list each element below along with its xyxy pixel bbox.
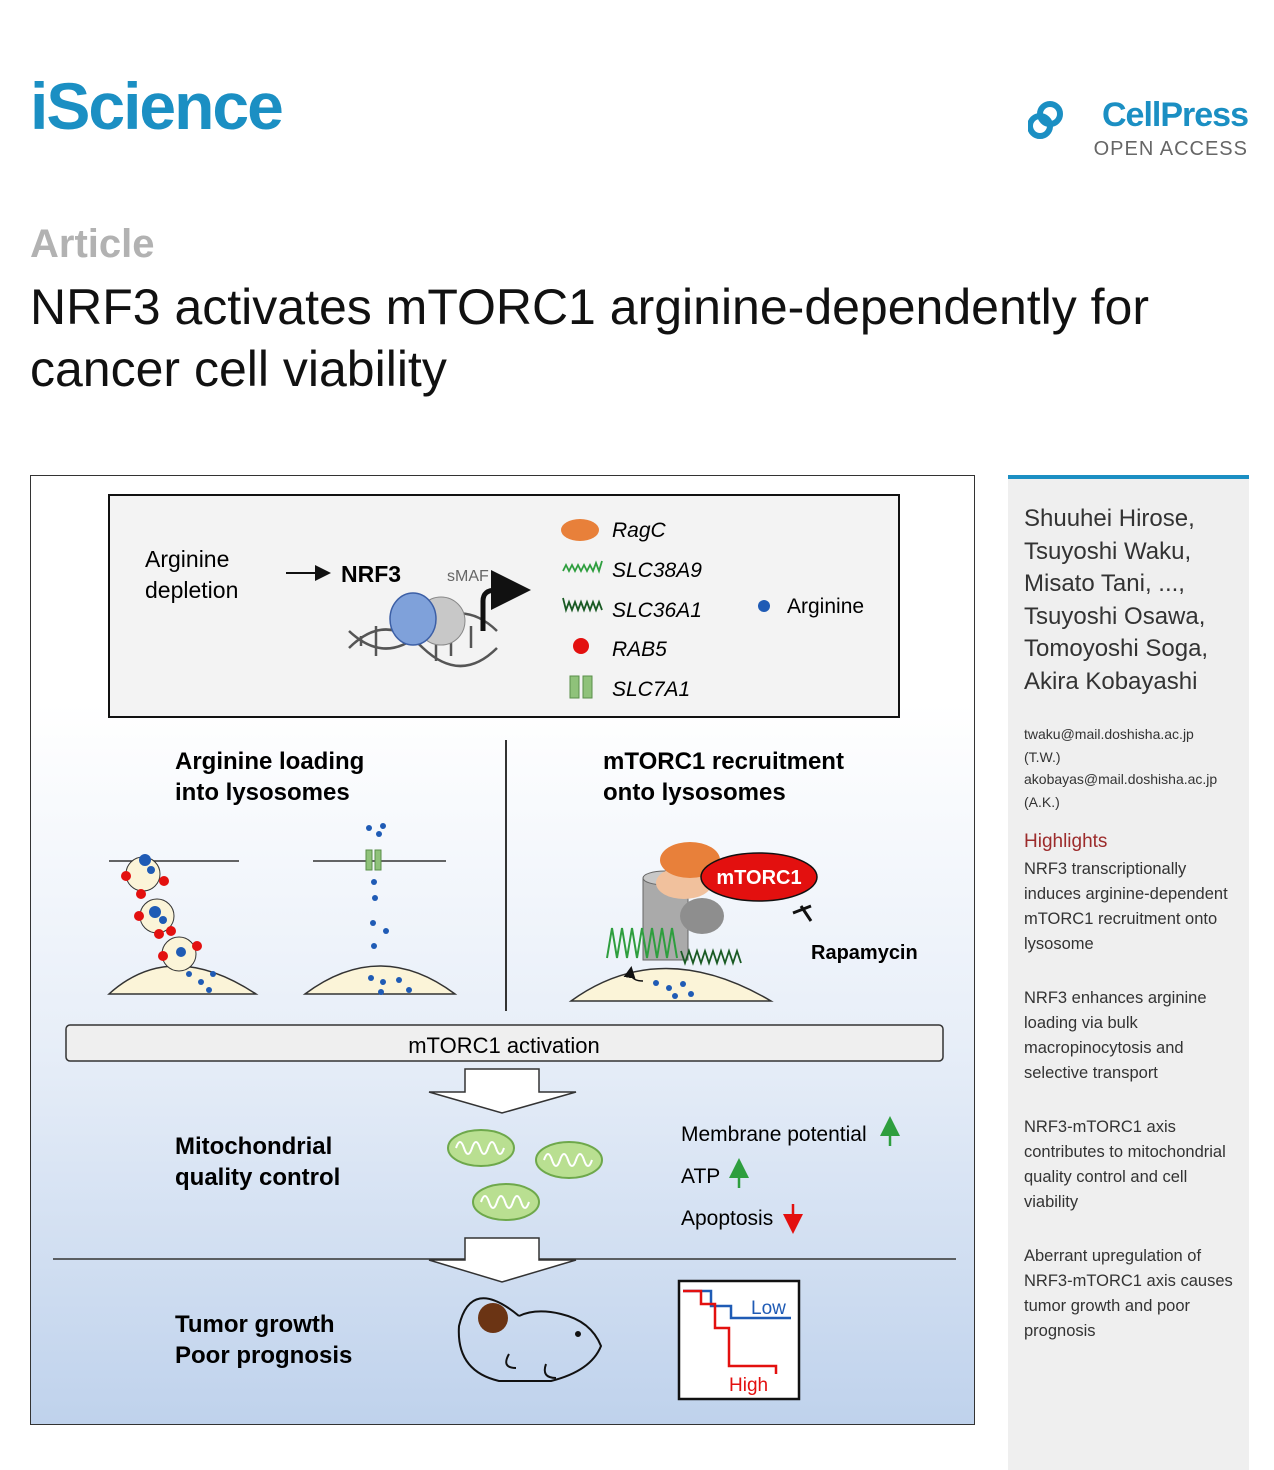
- arginine-legend: Arginine: [787, 595, 864, 618]
- tumor-icon: [478, 1303, 508, 1333]
- highlights-heading: Highlights: [1024, 831, 1108, 852]
- tumor-heading-2: Poor prognosis: [175, 1342, 352, 1369]
- effect-atp: ATP: [681, 1165, 720, 1188]
- activation-label: mTORC1 activation: [408, 1033, 600, 1058]
- cellpress-icon: [1028, 101, 1063, 139]
- email-link[interactable]: twaku@mail.doshisha.ac.jp: [1024, 726, 1194, 742]
- gene-rab5: RAB5: [612, 638, 667, 661]
- mito-heading-1: Mitochondrial: [175, 1133, 332, 1160]
- rapamycin-label: Rapamycin: [811, 942, 918, 964]
- gene-ragc: RagC: [612, 519, 667, 542]
- highlight-item: NRF3 enhances arginine loading via bulk …: [1024, 989, 1207, 1082]
- km-low-line: [683, 1289, 791, 1320]
- highlights-list: NRF3 transcriptionally induces arginine-…: [1024, 857, 1239, 1373]
- transcription-arrow: [480, 570, 531, 631]
- down-arrow-2: [428, 1237, 577, 1283]
- loading-heading-2: into lysosomes: [175, 779, 350, 806]
- slc36a1-icon: [562, 597, 603, 614]
- depletion-label-1: Arginine: [145, 546, 229, 572]
- selective-transport-illustration: [302, 823, 458, 995]
- author: Misato Tani, ...,: [1024, 570, 1185, 597]
- highlight-item: NRF3-mTORC1 axis contributes to mitochon…: [1024, 1118, 1226, 1211]
- author: Tsuyoshi Osawa,: [1024, 602, 1206, 630]
- macropinocytosis-illustration: [107, 854, 259, 995]
- highlight-item: NRF3 transcriptionally induces arginine-…: [1024, 860, 1228, 953]
- email-link[interactable]: akobayas@mail.doshisha.ac.jp: [1024, 771, 1218, 787]
- cellpress-logo: CellPress OPEN ACCESS: [1028, 96, 1249, 166]
- activation-bar: [65, 1024, 944, 1062]
- km-high-line: [683, 1289, 778, 1374]
- author-list: Shuuhei Hirose, Tsuyoshi Waku, Misato Ta…: [1024, 503, 1239, 698]
- email-owner: (A.K.): [1024, 793, 1060, 810]
- survival-plot: [677, 1279, 801, 1401]
- effect-membrane: Membrane potential: [681, 1123, 867, 1146]
- sidebar: Shuuhei Hirose, Tsuyoshi Waku, Misato Ta…: [1008, 475, 1249, 1470]
- mtorc1-label: mTORC1: [716, 867, 801, 889]
- smaf-label: sMAF: [447, 568, 489, 585]
- km-high-label: High: [729, 1375, 768, 1396]
- loading-heading-1: Arginine loading: [175, 748, 364, 775]
- effect-apoptosis: Apoptosis: [681, 1207, 773, 1230]
- slc7a1-icon: [569, 675, 580, 699]
- article-type: Article: [30, 222, 155, 266]
- email-owner: (T.W.): [1024, 748, 1061, 765]
- top-panel: [108, 494, 900, 718]
- ragc-icon: [561, 519, 599, 541]
- graphical-abstract-diagram: Arginine depletion NRF3 sMAF RagC SLC38A…: [53, 494, 956, 1401]
- nrf3-protein: [389, 592, 437, 646]
- recruitment-illustration: [568, 842, 818, 1002]
- tumor-heading-1: Tumor growth: [175, 1311, 335, 1338]
- km-low-label: Low: [751, 1298, 786, 1319]
- slc38a9-icon: [562, 560, 603, 574]
- author: Akira Kobayashi: [1024, 667, 1198, 695]
- gene-slc7a1: SLC7A1: [612, 678, 690, 701]
- arginine-icon: [758, 600, 770, 612]
- gene-slc38a9: SLC38A9: [612, 559, 702, 582]
- author: Tomoyoshi Soga,: [1024, 635, 1209, 662]
- mito-heading-2: quality control: [175, 1164, 340, 1191]
- mitochondria-icons: [447, 1129, 603, 1221]
- publisher-name: CellPress: [1102, 96, 1249, 134]
- author: Tsuyoshi Waku,: [1024, 537, 1192, 565]
- highlight-item: Aberrant upregulation of NRF3-mTORC1 axi…: [1024, 1247, 1233, 1340]
- rab5-icon: [573, 638, 589, 654]
- mouse-icon: [457, 1297, 603, 1382]
- graphical-abstract: Arginine depletion NRF3 sMAF RagC SLC38A…: [30, 475, 975, 1425]
- down-arrow-1: [428, 1068, 577, 1114]
- depletion-label-2: depletion: [145, 577, 238, 603]
- article-title: NRF3 activates mTORC1 arginine-dependent…: [30, 279, 1150, 397]
- nrf3-label: NRF3: [341, 561, 401, 587]
- author: Shuuhei Hirose,: [1024, 505, 1195, 532]
- open-access-label: OPEN ACCESS: [1093, 138, 1248, 160]
- recruit-heading-1: mTORC1 recruitment: [603, 748, 844, 775]
- correspondence: twaku@mail.doshisha.ac.jp (T.W.) akobaya…: [1024, 723, 1244, 813]
- recruit-heading-2: onto lysosomes: [603, 779, 786, 806]
- gene-slc36a1: SLC36A1: [612, 599, 702, 622]
- journal-name: iScience: [30, 69, 284, 143]
